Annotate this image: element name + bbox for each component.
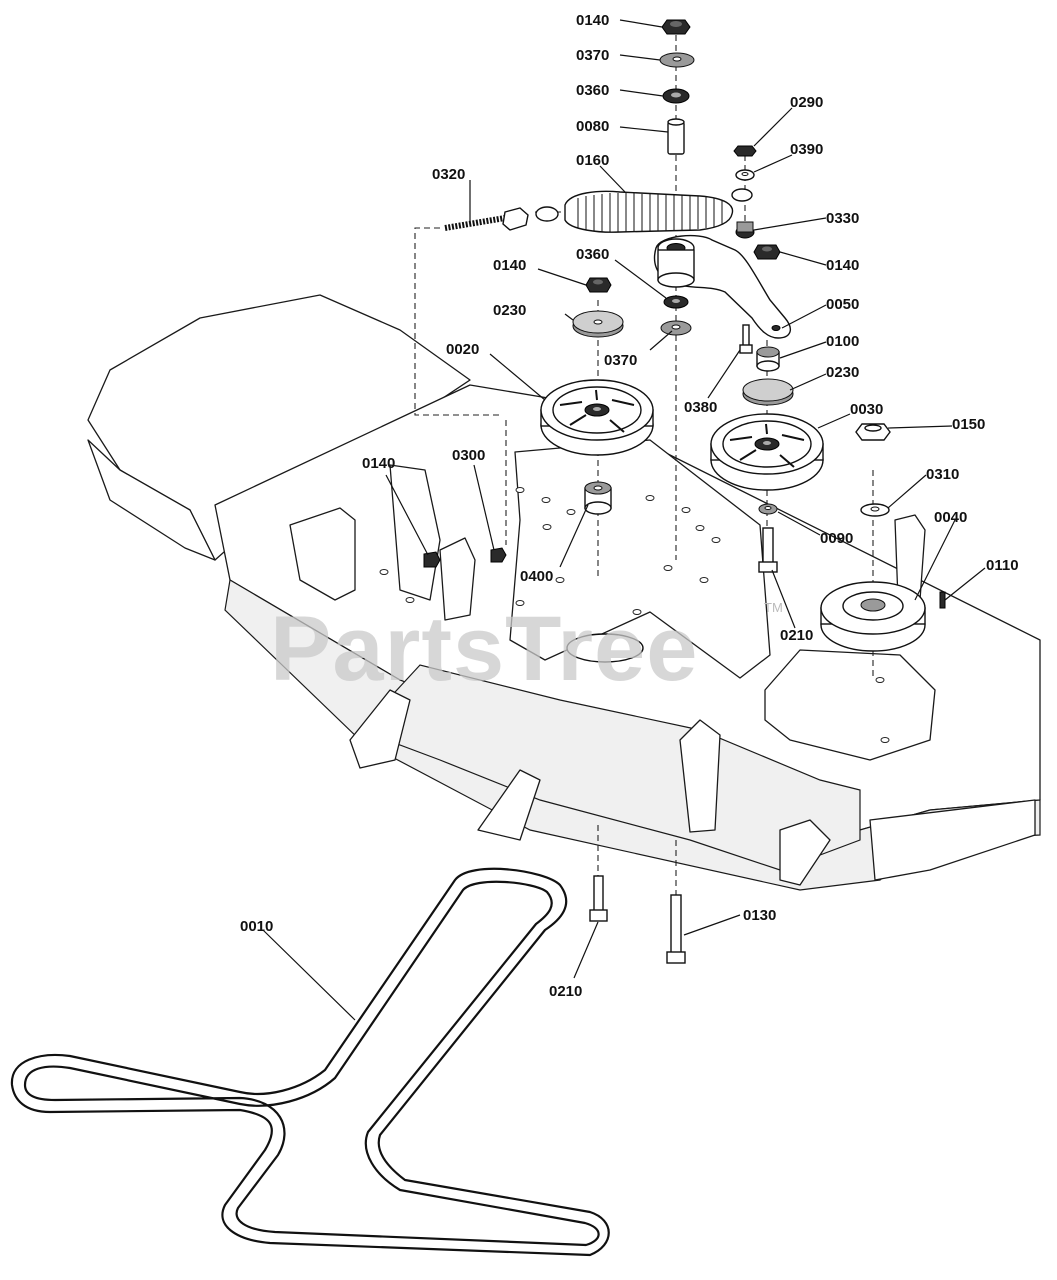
bolt-0130 (666, 894, 686, 964)
washer-0370 (660, 320, 692, 336)
spindle-hole (566, 633, 644, 663)
front-bracket-center (679, 719, 721, 833)
callout-0020: 0020 (446, 341, 479, 358)
watermark-text: PartsTree (270, 598, 698, 700)
deck-right-side (869, 799, 1036, 881)
callout-0160: 0160 (576, 152, 609, 169)
bushing-0330 (735, 221, 755, 239)
callout-0400: 0400 (520, 568, 553, 585)
callout-labels: 0140 0370 0360 0080 0290 0390 0160 0320 … (240, 12, 1019, 1000)
washer-0390 (735, 169, 755, 181)
callout-0360-mid: 0360 (576, 246, 609, 263)
chute-side (87, 439, 216, 561)
pulley-0020 (540, 379, 654, 456)
callout-0140-lower-left: 0140 (362, 455, 395, 472)
callout-0110: 0110 (986, 557, 1019, 574)
callout-0210-lower: 0210 (549, 983, 582, 1000)
nut-0300 (490, 547, 507, 563)
callout-0370-mid: 0370 (604, 352, 637, 369)
callout-0150: 0150 (952, 416, 985, 433)
washer-top (659, 52, 695, 68)
callout-0380: 0380 (684, 399, 717, 416)
bolt-0210-upper (758, 527, 778, 573)
callout-0010: 0010 (240, 918, 273, 935)
adjustment-bolt (444, 207, 529, 231)
washer-0230-right (742, 378, 794, 406)
rear-bracket-inner (439, 537, 476, 621)
nut-0290 (733, 145, 757, 157)
bearing-top (662, 88, 690, 104)
drive-belt-0010 (10, 867, 610, 1257)
callout-0210-upper: 0210 (780, 627, 813, 644)
front-bracket-left (349, 689, 411, 769)
callout-0040: 0040 (934, 509, 967, 526)
callout-0140-top: 0140 (576, 12, 609, 29)
parts (10, 19, 946, 1257)
callout-0390: 0390 (790, 141, 823, 158)
nut-0150 (855, 423, 891, 441)
callout-0140-left: 0140 (493, 257, 526, 274)
washer-0090 (758, 503, 778, 515)
spacer-0400 (584, 481, 612, 515)
callout-0330: 0330 (826, 210, 859, 227)
callout-0090: 0090 (820, 530, 853, 547)
hex-nut-top (661, 19, 691, 35)
washer-0230-left (572, 310, 624, 338)
deck-holes (379, 487, 890, 743)
bearing-0360 (663, 295, 689, 309)
front-bracket-right (779, 819, 831, 886)
nut-0140-left (585, 277, 612, 293)
callout-0360-top: 0360 (576, 82, 609, 99)
washer-0310 (860, 503, 890, 517)
nut-0140-right (753, 244, 781, 260)
callout-0230-left: 0230 (493, 302, 526, 319)
mounting-plate (509, 439, 771, 679)
watermark: PartsTree TM (270, 598, 783, 700)
idler-arm (653, 234, 792, 339)
nut-0140-lower-left (423, 551, 441, 568)
bolt-0380 (739, 324, 753, 354)
callout-0290: 0290 (790, 94, 823, 111)
callout-0100: 0100 (826, 333, 859, 350)
leader-lines (262, 19, 986, 1021)
rear-bracket-left (289, 507, 356, 601)
front-bracket-mid (477, 769, 541, 841)
callout-0080: 0080 (576, 118, 609, 135)
pulley-0040 (820, 581, 926, 652)
mower-deck (87, 294, 1041, 891)
callout-0230-right: 0230 (826, 364, 859, 381)
bolt-0210-lower (589, 875, 608, 922)
extension-spring (535, 188, 753, 233)
pulley-0030 (710, 413, 824, 491)
callout-0140-right: 0140 (826, 257, 859, 274)
idler-housing (764, 649, 936, 761)
callout-0030: 0030 (850, 401, 883, 418)
watermark-trademark: TM (764, 600, 783, 615)
callout-0050: 0050 (826, 296, 859, 313)
key-0110 (939, 591, 946, 609)
callout-0370-top: 0370 (576, 47, 609, 64)
callout-0310: 0310 (926, 466, 959, 483)
callout-0320: 0320 (432, 166, 465, 183)
callout-0130: 0130 (743, 907, 776, 924)
callout-0300: 0300 (452, 447, 485, 464)
spacer-tube (667, 118, 685, 155)
spacer-0100 (756, 346, 780, 372)
